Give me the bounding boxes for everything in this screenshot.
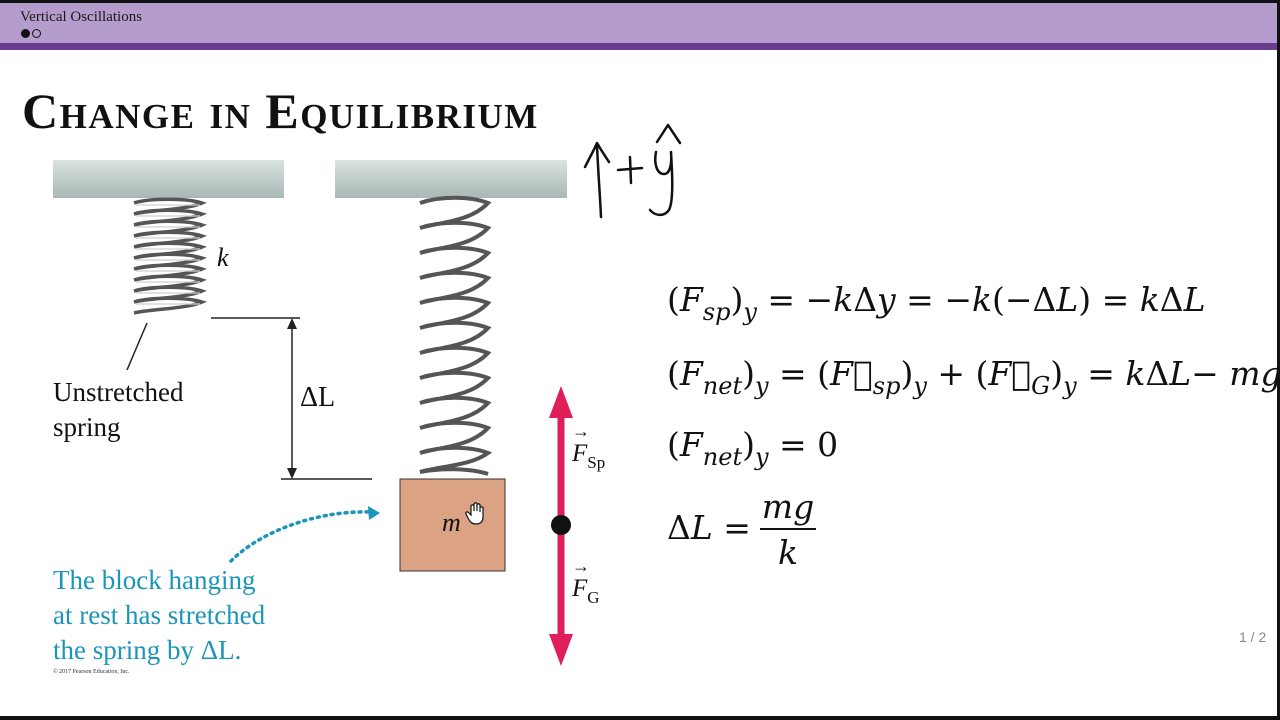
unstretched-pointer: [126, 322, 148, 371]
window-frame-top: [0, 0, 1280, 3]
caption-line2: at rest has stretched: [53, 600, 266, 630]
equation-spring-force: (Fsp)y = −kΔy = −k(−ΔL) = kΔL: [667, 280, 1206, 326]
slide-header-bar: Vertical Oscillations: [0, 3, 1277, 43]
fraction-bar: [760, 528, 816, 530]
page-indicator: 1 / 2: [1239, 629, 1267, 645]
ceiling-left: [53, 160, 284, 198]
particle-dot: [551, 515, 571, 535]
equation-delta-l-fraction: mg k: [760, 488, 816, 572]
section-title: Vertical Oscillations: [20, 9, 143, 25]
ink-up-arrow-head: [583, 141, 611, 169]
force-spring-label: FSp: [572, 421, 606, 473]
slide-title: Change in Equilibrium: [22, 83, 539, 139]
fraction-numerator: mg: [761, 487, 815, 526]
slide-navigation-dots: [21, 29, 41, 38]
figure-caption: The block hanging at rest has stretched …: [53, 563, 265, 668]
force-gravity-arrowhead: [549, 634, 573, 666]
caption-pointer: [229, 510, 374, 563]
force-gravity-subscript: G: [587, 588, 600, 607]
unstretched-label-line2: spring: [53, 412, 121, 442]
unstretched-spring-label: Unstretched spring: [53, 375, 183, 445]
caption-pointer-head: [368, 506, 380, 520]
force-gravity-symbol: F: [572, 556, 590, 603]
equation-delta-l-lhs: ΔL =: [667, 508, 751, 547]
nav-dot-next[interactable]: [32, 29, 41, 38]
dimension-arrowhead-up: [287, 318, 297, 329]
hand-cursor-icon: [465, 502, 484, 525]
caption-line1: The block hanging: [53, 565, 256, 595]
nav-dot-current[interactable]: [21, 29, 30, 38]
window-frame-right: [1277, 0, 1280, 720]
caption-line3: the spring by ΔL.: [53, 635, 242, 665]
dimension-arrowhead-down: [287, 468, 297, 479]
ink-hat: [655, 123, 682, 145]
ink-y: [648, 150, 674, 217]
delta-l-label: ΔL: [300, 382, 336, 413]
stretched-spring: [419, 195, 493, 476]
unstretched-spring: [133, 197, 208, 315]
mass-block: [399, 478, 506, 572]
force-spring-arrowhead: [549, 386, 573, 418]
force-gravity-label: FG: [572, 556, 600, 608]
copyright-notice: © 2017 Pearson Education, Inc.: [53, 669, 130, 675]
force-spring-symbol: F: [572, 421, 590, 468]
ink-up-arrow-shaft: [595, 143, 603, 219]
window-frame-bottom: [0, 716, 1280, 720]
force-spring-subscript: Sp: [587, 453, 606, 472]
ceiling-right: [335, 160, 567, 198]
mass-label: m: [442, 508, 461, 537]
ink-plus: [616, 155, 644, 185]
spring-constant-label: k: [217, 243, 229, 272]
fraction-denominator: k: [778, 533, 798, 572]
header-divider: [0, 43, 1277, 50]
equation-equilibrium: (Fnet)y = 0: [667, 425, 839, 471]
equation-net-force: (Fnet)y = (F⃗sp)y + (F⃗G)y = kΔL− mg: [667, 354, 1280, 400]
unstretched-label-line1: Unstretched: [53, 377, 184, 407]
